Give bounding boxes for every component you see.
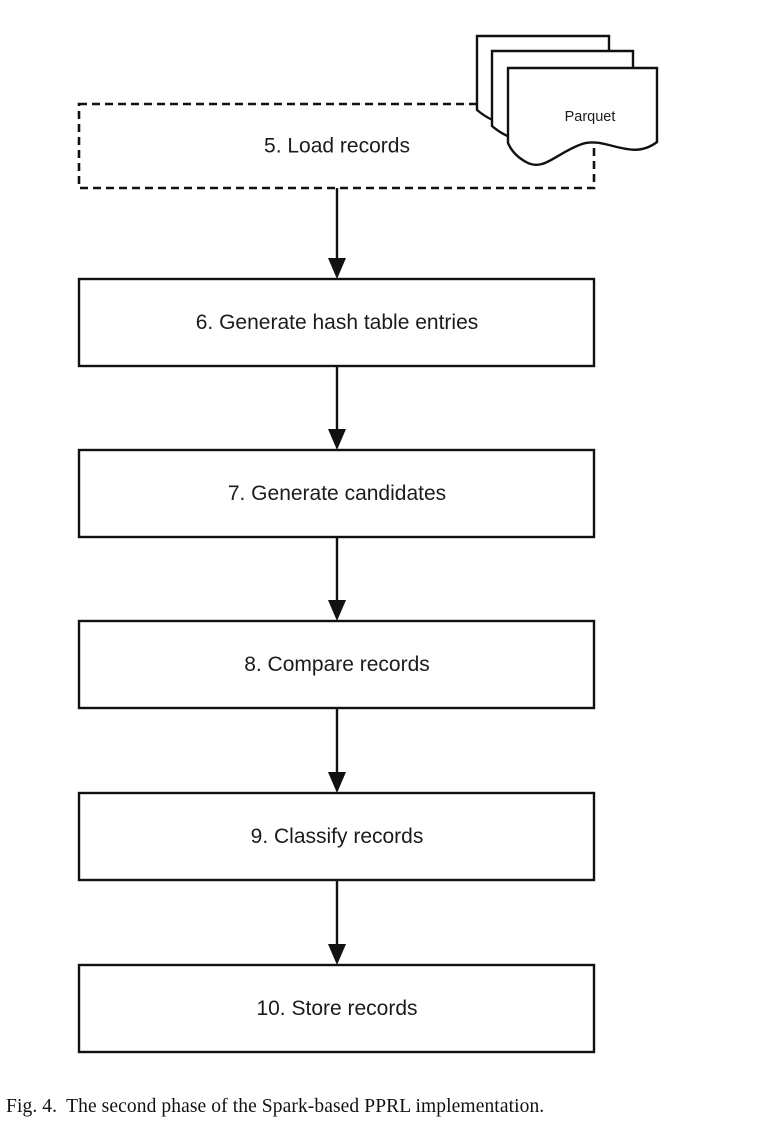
figure-caption-text: The second phase of the Spark-based PPRL… [66,1096,545,1117]
arrowhead-icon [328,944,346,965]
arrowhead-icon [328,600,346,621]
step6-label: 6. Generate hash table entries [196,311,479,334]
node-step9[interactable]: 9. Classify records [77,791,596,882]
edge-step9-step10 [328,880,346,965]
parquet-label: Parquet [565,109,616,125]
parquet-document-stack-icon[interactable]: Parquet [475,34,659,166]
step9-label: 9. Classify records [251,825,424,848]
step6-border [77,277,596,368]
node-step6[interactable]: 6. Generate hash table entries [77,277,596,368]
node-step7[interactable]: 7. Generate candidates [77,448,596,539]
step7-border [77,448,596,539]
arrowhead-icon [328,772,346,793]
node-step10[interactable]: 10. Store records [77,963,596,1054]
step7-label: 7. Generate candidates [228,482,446,505]
flowchart-canvas: 5. Load records Parquet 6. Generate hash… [77,34,659,1054]
document-sheet-front [506,66,659,166]
arrowhead-icon [328,258,346,279]
figure-caption: Fig. 4. The second phase of the Spark-bas… [6,1096,760,1118]
step9-border [77,791,596,882]
arrowhead-icon [328,429,346,450]
edge-step8-step9 [328,708,346,793]
edge-step6-step7 [328,366,346,450]
step8-label: 8. Compare records [244,653,430,676]
node-step5[interactable]: 5. Load records [77,102,596,190]
step10-border [77,963,596,1054]
edge-step5-step6 [328,188,346,279]
step8-border [77,619,596,710]
figure-caption-number: Fig. 4. [6,1096,58,1117]
step10-label: 10. Store records [256,997,417,1020]
step5-label: 5. Load records [264,135,410,158]
edge-step7-step8 [328,537,346,621]
node-step8[interactable]: 8. Compare records [77,619,596,710]
